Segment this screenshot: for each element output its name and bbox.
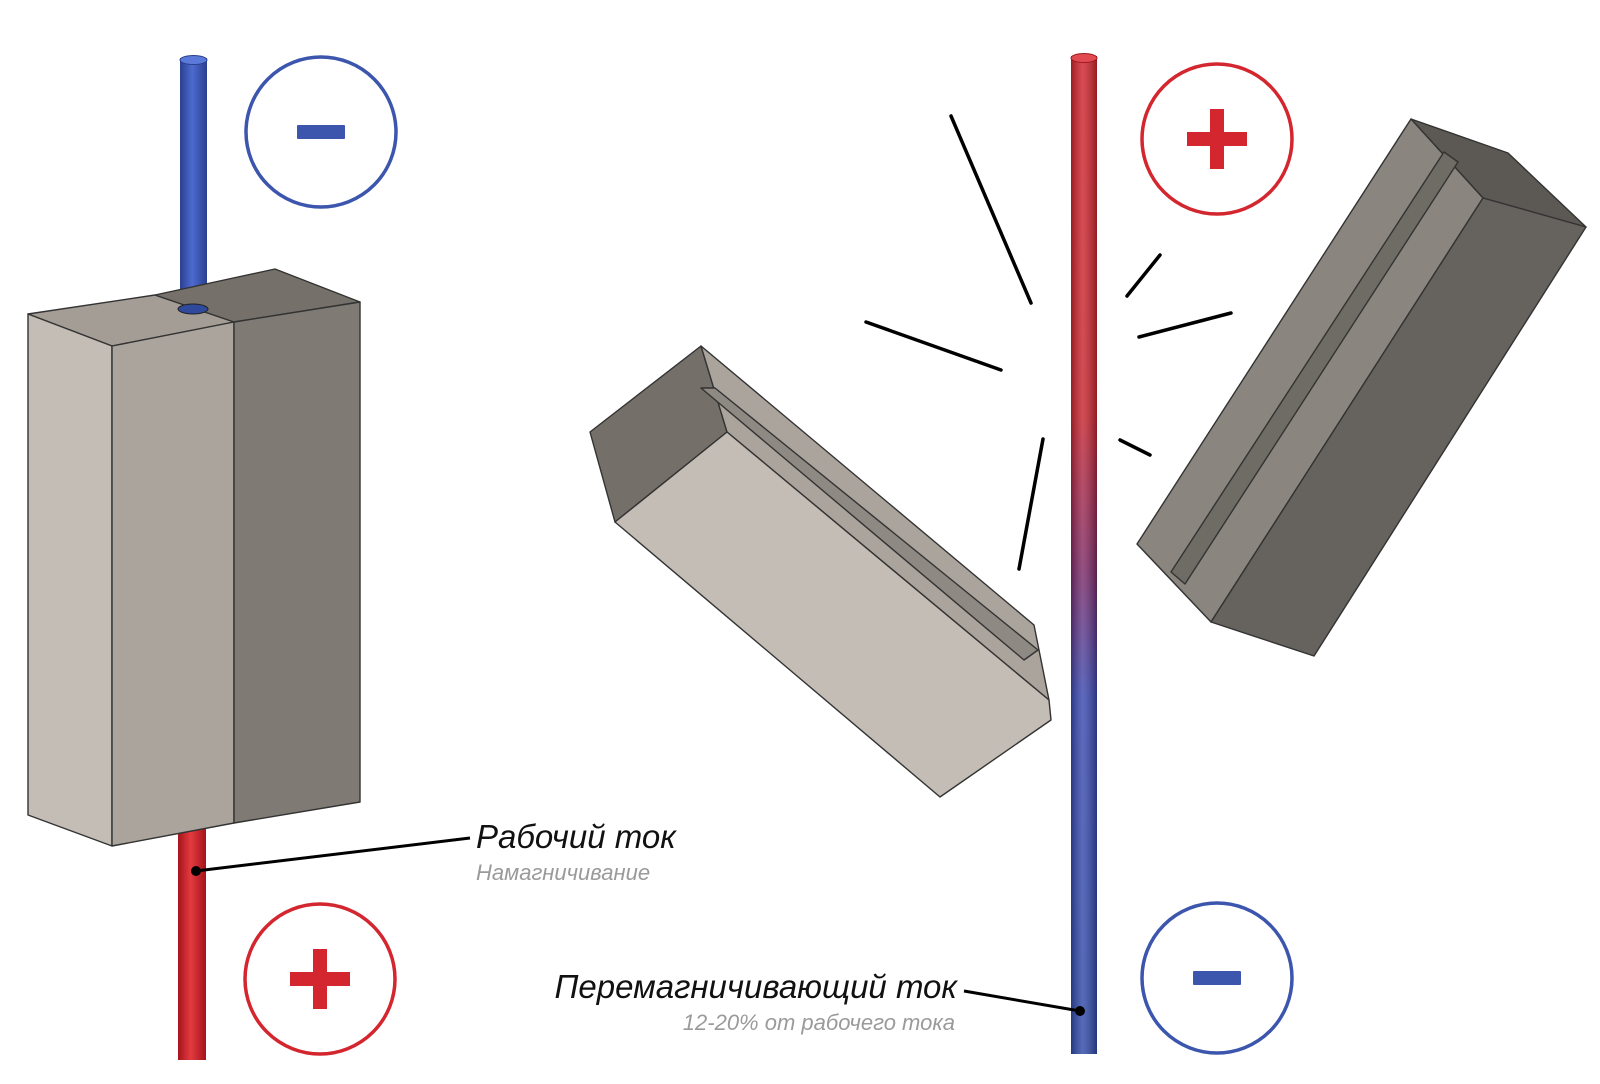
remagnetizing-wire-shading — [1071, 56, 1097, 1054]
right-bottom-negative-sign: − — [1140, 901, 1294, 1055]
remagnetizing-current-leader-dot — [1075, 1006, 1085, 1016]
right-top-positive-sign: + — [1140, 62, 1294, 216]
fragment-left-front-face — [614, 431, 1052, 798]
magnet-right-front-face — [111, 321, 235, 847]
remagnetizing-current-sublabel: 12-20% от рабочего тока — [683, 1010, 955, 1035]
remagnetizing-wire-end — [1070, 53, 1098, 63]
fragment-right-side-face — [1210, 197, 1587, 657]
bottom-positive-wire — [178, 822, 206, 1060]
working-current-leader — [195, 836, 471, 873]
magnet-side-face — [233, 301, 361, 824]
repulsion-burst-lines — [864, 114, 1233, 571]
top-negative-wire — [180, 58, 207, 312]
assembled-magnet-block — [27, 268, 361, 847]
left-scene: − + Рабочий ток Намагничивание — [27, 55, 677, 1060]
top-negative-wire-end — [179, 55, 208, 65]
magnet-fragment-right — [1136, 118, 1587, 657]
remagnetizing-current-leader — [963, 989, 1081, 1013]
bottom-positive-sign: + — [243, 902, 397, 1056]
working-current-sublabel: Намагничивание — [476, 860, 650, 885]
wire-entry-hole — [177, 303, 209, 315]
remagnetizing-current-label: Перемагничивающий ток — [555, 968, 959, 1005]
magnet-left-front-face — [27, 313, 113, 847]
fragment-left-groove — [700, 387, 1039, 661]
working-current-leader-dot — [191, 866, 201, 876]
working-current-label: Рабочий ток — [476, 818, 677, 855]
right-scene: + − Перемагничивающий ток 12-20% от рабо… — [555, 53, 1587, 1055]
magnet-fragment-left — [589, 345, 1052, 798]
fragment-right-groove — [1170, 151, 1459, 585]
top-negative-sign: − — [244, 55, 398, 209]
